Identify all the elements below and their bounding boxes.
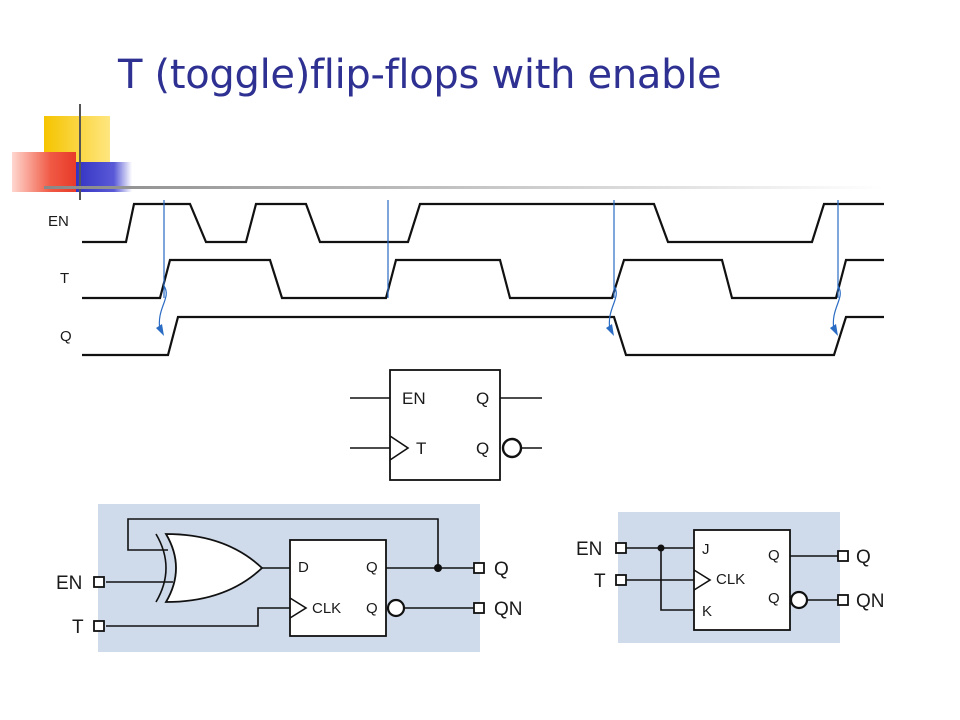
jk-circuit: J CLK K Q Q EN T Q QN	[576, 512, 885, 643]
terminal-en	[615, 542, 627, 554]
inversion-bubble	[501, 437, 523, 459]
terminal-qn	[837, 594, 849, 606]
xor-circuit-panel	[98, 504, 480, 652]
dff-pin-clk: CLK	[312, 600, 341, 617]
edge-marker-arrow	[608, 285, 617, 331]
deco-red-square	[12, 152, 76, 192]
terminal-t	[615, 574, 627, 586]
jkff-pin-k: K	[702, 603, 712, 620]
xor-dff-circuit: D CLK Q Q EN T Q QN	[56, 504, 523, 652]
tff-symbol: EN T Q Q	[350, 369, 542, 481]
edge-marker-arrow	[158, 285, 167, 331]
jkff-pin-clk: CLK	[716, 571, 745, 588]
jkff-pin-j: J	[702, 541, 710, 558]
symbol-pin-t: T	[416, 439, 426, 458]
wire	[660, 548, 694, 611]
symbol-pin-en: EN	[402, 389, 426, 408]
output-label-qn: QN	[856, 591, 885, 612]
output-label-qn: QN	[494, 599, 523, 620]
timing-diagram: EN T Q	[48, 200, 884, 357]
title-underline	[44, 186, 884, 189]
edge-marker-arrow	[832, 285, 841, 331]
arrowhead	[606, 324, 614, 336]
symbol-pin-q: Q	[476, 389, 489, 408]
terminal-qn	[473, 602, 485, 614]
input-label-en: EN	[56, 573, 82, 594]
xor-input-arc	[155, 533, 167, 603]
input-label-en: EN	[576, 539, 602, 560]
wire	[106, 607, 290, 627]
terminal-en	[93, 576, 105, 588]
clock-triangle	[389, 435, 410, 461]
input-label-t: T	[72, 617, 84, 638]
arrowhead	[830, 324, 838, 336]
dff-box	[289, 539, 387, 637]
dff-pin-qn: Q	[366, 600, 378, 617]
dff-pin-d: D	[298, 559, 309, 576]
jkff-pin-qn: Q	[768, 590, 780, 607]
terminal-q	[473, 562, 485, 574]
terminal-q	[837, 550, 849, 562]
inversion-bubble	[386, 598, 406, 618]
arrowhead	[156, 324, 164, 336]
junction-dot	[434, 564, 442, 572]
inversion-bubble	[789, 590, 809, 610]
waveform-t	[82, 258, 884, 300]
feedback-wire	[127, 518, 439, 568]
terminal-t	[93, 620, 105, 632]
signal-label-t: T	[60, 270, 69, 287]
slide-title: T (toggle)flip-flops with enable	[118, 52, 722, 98]
output-label-q: Q	[494, 559, 509, 580]
dff-pin-q: Q	[366, 559, 378, 576]
waveform-en	[82, 202, 884, 244]
symbol-pin-qn: Q	[476, 439, 489, 458]
signal-label-en: EN	[48, 213, 69, 230]
jkff-pin-q: Q	[768, 547, 780, 564]
tff-symbol-box	[389, 369, 501, 481]
output-label-q: Q	[856, 547, 871, 568]
xor-gate	[164, 533, 264, 603]
clock-triangle	[289, 597, 308, 619]
edge-markers	[156, 200, 841, 336]
waveform-q	[82, 315, 884, 357]
input-label-t: T	[594, 571, 606, 592]
clock-triangle	[693, 569, 712, 591]
signal-label-q: Q	[60, 328, 72, 345]
